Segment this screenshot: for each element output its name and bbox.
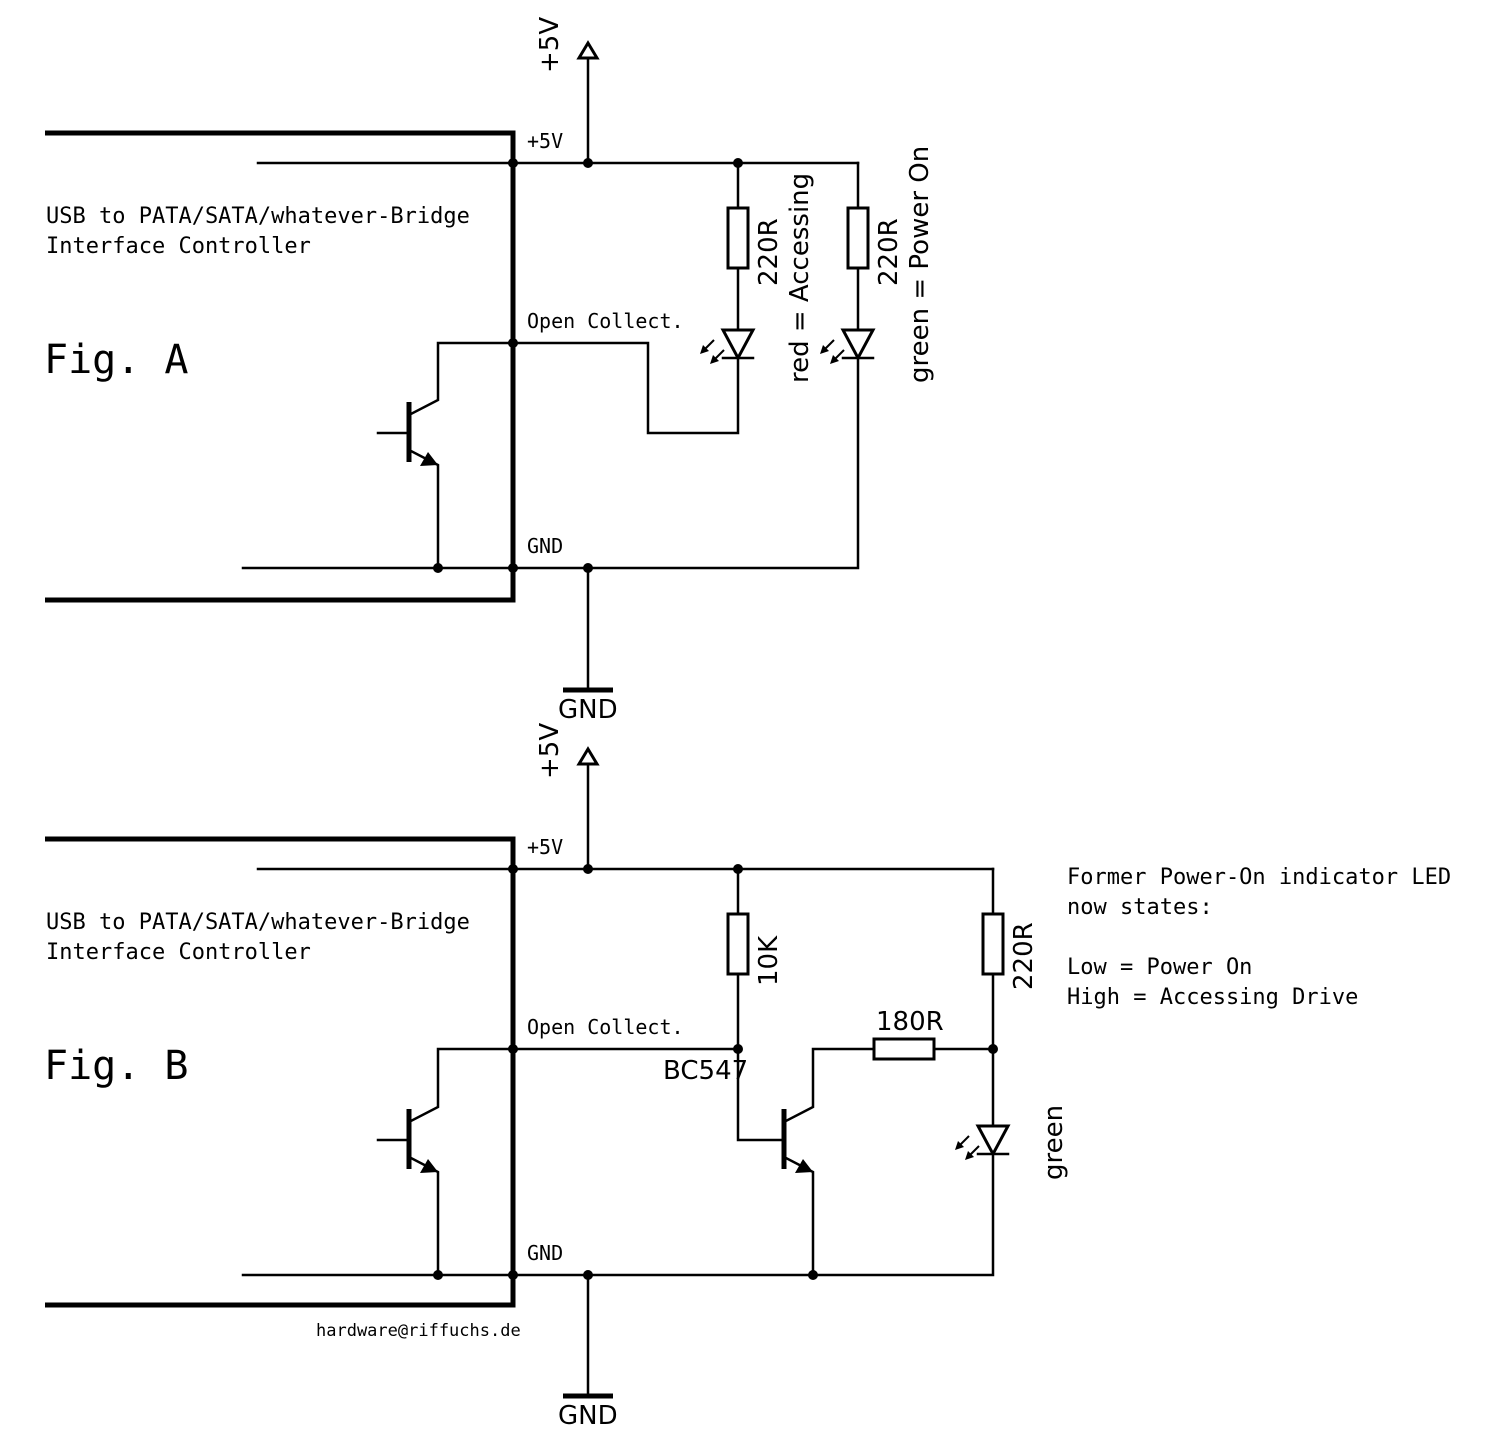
resistor-180r-b: [872, 1037, 936, 1061]
r-led-label-b: 220R: [1009, 922, 1039, 990]
note-line-2: now states:: [1067, 895, 1213, 920]
r2-value-a: 220R: [874, 218, 904, 286]
supply-label-b: +5V: [535, 723, 565, 779]
note-line-4: High = Accessing Drive: [1067, 985, 1358, 1010]
supply-label-a: +5V: [535, 17, 565, 73]
pin-gnd-label-a: GND: [527, 534, 563, 558]
pin-vcc-label-b: +5V: [527, 835, 563, 859]
pin-gnd-label-b: GND: [527, 1241, 563, 1265]
controller-box-a: [45, 130, 516, 603]
controller-label-line2-b: Interface Controller: [46, 940, 311, 965]
controller-label-line1-a: USB to PATA/SATA/whatever-Bridge: [46, 204, 470, 229]
r-base-label-b: 180R: [876, 1007, 944, 1037]
transistor-label-b: BC547: [663, 1056, 748, 1086]
figure-title-a: Fig. A: [44, 337, 189, 383]
internal-transistor-a: [376, 341, 515, 570]
led-red-a: [699, 328, 756, 365]
pin-vcc-label-a: +5V: [527, 129, 563, 153]
gnd-label-a: GND: [558, 695, 618, 725]
resistor-r1-a: [726, 206, 750, 270]
controller-label-line2-a: Interface Controller: [46, 234, 311, 259]
r2-note-a: green = Power On: [905, 146, 935, 383]
internal-transistor-b: [376, 1047, 515, 1277]
pin-oc-label-b: Open Collect.: [527, 1015, 684, 1039]
gnd-label-b: GND: [558, 1401, 618, 1431]
figure-a: +5V +5V USB to PATA/SATA/whatever-Bridge…: [44, 17, 935, 725]
pin-oc-label-a: Open Collect.: [527, 309, 684, 333]
supply-symbol-b: [576, 746, 600, 871]
r-pullup-label-b: 10K: [754, 935, 784, 986]
resistor-r2-a: [846, 206, 870, 270]
note-line-1: Former Power-On indicator LED: [1067, 865, 1451, 890]
led-green-a: [819, 328, 876, 365]
ground-symbol-a: [563, 566, 613, 693]
led-label-b: green: [1039, 1105, 1069, 1180]
ground-symbol-b: [563, 1273, 613, 1399]
transistor-bc547-b: [736, 1047, 875, 1277]
controller-box-b: [45, 836, 516, 1308]
resistor-220r-b: [981, 912, 1005, 976]
credit-email: hardware@riffuchs.de: [316, 1321, 521, 1341]
note-line-3: Low = Power On: [1067, 955, 1252, 980]
led-green-b: [954, 1124, 1011, 1161]
resistor-10k-b: [726, 912, 750, 976]
r1-value-a: 220R: [754, 218, 784, 286]
figure-b: +5V +5V USB to PATA/SATA/whatever-Bridge…: [44, 723, 1451, 1431]
controller-label-line1-b: USB to PATA/SATA/whatever-Bridge: [46, 910, 470, 935]
r1-note-a: red = Accessing: [785, 173, 815, 383]
figure-title-b: Fig. B: [44, 1043, 189, 1089]
supply-symbol-a: [576, 40, 600, 165]
